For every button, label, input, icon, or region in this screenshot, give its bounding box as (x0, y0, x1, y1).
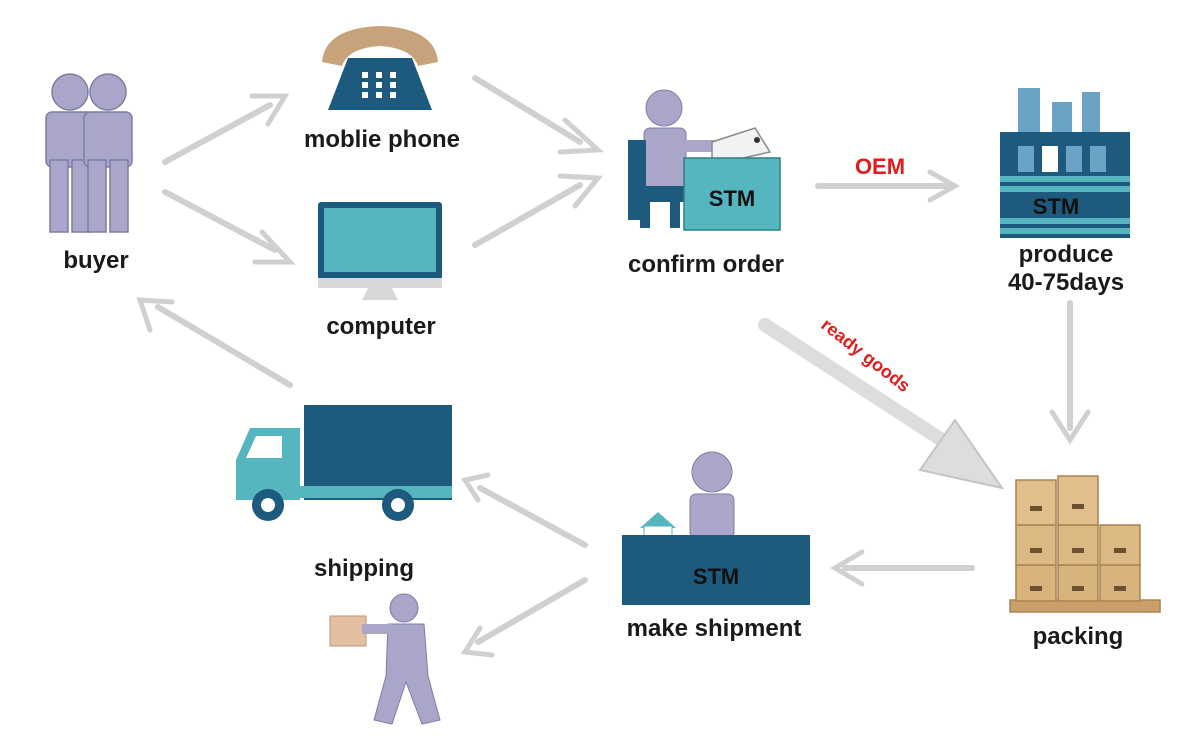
arrow-packing-to-shipment (830, 549, 975, 587)
confirm-order-stm: STM (709, 186, 755, 211)
arrow-shipment-to-shipping (460, 472, 588, 548)
make-shipment-label: make shipment (627, 615, 802, 642)
courier-icon (329, 593, 441, 725)
phone-icon (322, 26, 438, 110)
truck-icon (236, 405, 452, 521)
factory-icon (1000, 88, 1130, 238)
packing-boxes-icon (1009, 475, 1161, 613)
arrow-shipment-to-courier (460, 577, 588, 658)
arrow-computer-to-order (472, 173, 604, 248)
factory-stm: STM (1033, 194, 1079, 219)
oem-label: OEM (855, 154, 905, 179)
computer-label: computer (326, 313, 435, 340)
produce-label: produce (1019, 241, 1114, 268)
flow-arrows (136, 75, 1091, 658)
arrow-order-to-produce (815, 169, 961, 203)
arrow-order-to-packing-ready-goods (758, 318, 1005, 490)
make-shipment-stm: STM (693, 564, 739, 589)
confirm-order-label: confirm order (628, 251, 784, 278)
arrow-shipping-to-buyer (136, 297, 293, 388)
buyer-icon (45, 73, 133, 233)
packing-box-labels (1030, 504, 1126, 591)
make-shipment-icon (622, 451, 810, 605)
arrow-buyer-to-computer (162, 189, 296, 265)
computer-icon (318, 202, 442, 300)
arrow-buyer-to-phone (162, 93, 290, 165)
mobile-phone-label: moblie phone (304, 126, 460, 153)
confirm-order-icon (628, 89, 781, 231)
buyer-label: buyer (63, 247, 128, 274)
produce-duration-label: 40-75days (1008, 269, 1124, 296)
arrow-produce-to-packing (1049, 300, 1091, 445)
arrow-phone-to-order (472, 75, 605, 155)
shipping-label: shipping (314, 555, 414, 582)
packing-label: packing (1033, 623, 1124, 650)
